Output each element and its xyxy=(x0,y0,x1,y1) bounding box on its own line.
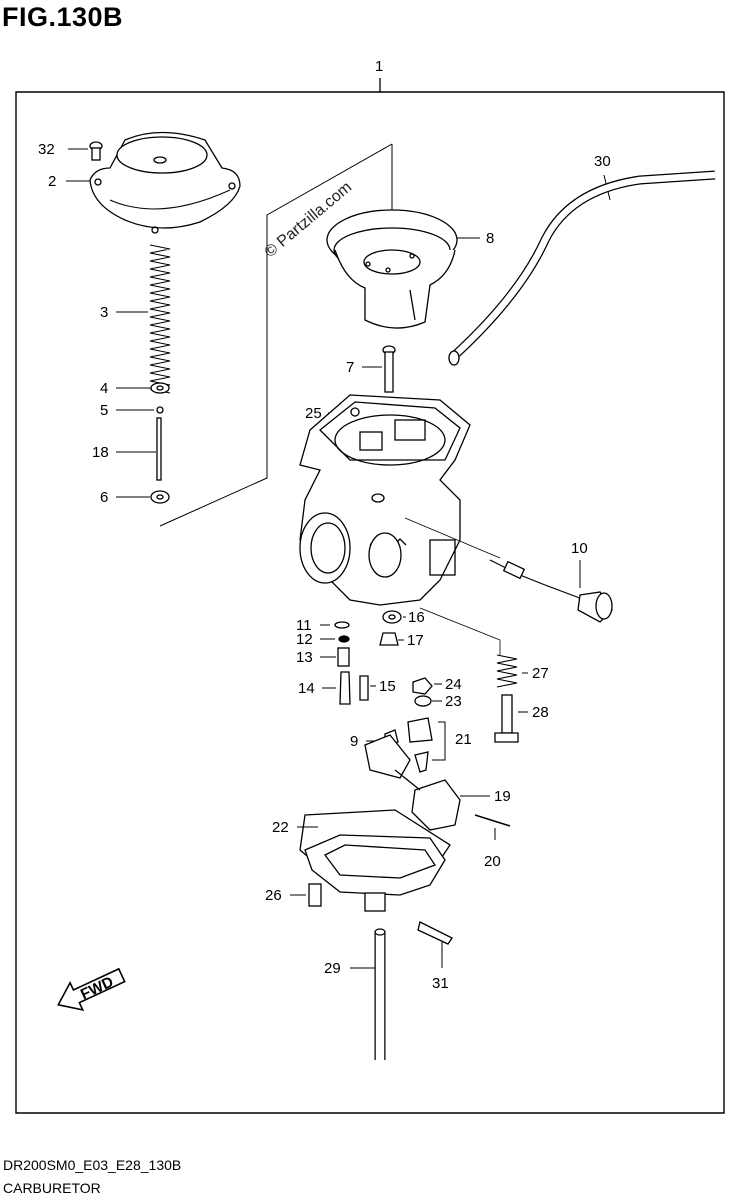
float-bowl-part xyxy=(290,809,453,968)
fwd-arrow-icon: FWD xyxy=(57,967,126,1012)
callout-30: 30 xyxy=(594,153,611,170)
screw-32-part xyxy=(68,141,103,161)
callout-1: 1 xyxy=(375,58,383,75)
callout-27: 27 xyxy=(532,665,549,682)
callout-29: 29 xyxy=(324,960,341,977)
callout-28: 28 xyxy=(532,704,549,721)
callout-10: 10 xyxy=(571,540,588,557)
callout-25: 25 xyxy=(305,405,322,422)
callout-9: 9 xyxy=(350,733,358,750)
carburetor-body-part xyxy=(299,394,501,655)
callout-12: 12 xyxy=(296,631,313,648)
callout-19: 19 xyxy=(494,788,511,805)
callout-23: 23 xyxy=(445,693,462,710)
diagram-frame xyxy=(15,91,725,1114)
callout-24: 24 xyxy=(445,676,462,693)
callout-16: 16 xyxy=(408,609,425,626)
fwd-label: FWD xyxy=(78,973,116,1003)
callout-3: 3 xyxy=(100,304,108,321)
callout-26: 26 xyxy=(265,887,282,904)
callout-5: 5 xyxy=(100,402,108,419)
callout-13: 13 xyxy=(296,649,313,666)
callout-4: 4 xyxy=(100,380,108,397)
top-cover-2-part xyxy=(66,131,241,234)
drain-hose-29-part xyxy=(350,928,386,1060)
diaphragm-8-part xyxy=(326,209,480,329)
diagram-code: DR200SM0_E03_E28_130B xyxy=(3,1157,182,1173)
callout-17: 17 xyxy=(407,632,424,649)
callout-7: 7 xyxy=(346,359,354,376)
callout-15: 15 xyxy=(379,678,396,695)
callout-22: 22 xyxy=(272,819,289,836)
spring-screw-27-28-parts xyxy=(494,654,528,743)
needle-18-part xyxy=(116,417,162,481)
callout-8: 8 xyxy=(486,230,494,247)
figure-title: FIG.130B xyxy=(2,2,124,32)
float-valve-parts xyxy=(366,677,446,773)
hose-30-part xyxy=(448,170,716,366)
callout-11: 11 xyxy=(296,617,312,634)
small-jet-parts xyxy=(320,621,376,705)
washer-screw-16-17-parts xyxy=(379,610,406,646)
callout-2: 2 xyxy=(48,173,56,190)
bracket-line xyxy=(159,143,393,527)
clip-5-part xyxy=(116,406,164,414)
starter-plunger-10-part xyxy=(489,559,613,623)
callout-14: 14 xyxy=(298,680,315,697)
callout-21: 21 xyxy=(455,731,472,748)
callout-32: 32 xyxy=(38,141,55,158)
callout-6: 6 xyxy=(100,489,108,506)
float-19-part xyxy=(364,734,511,840)
callout-18: 18 xyxy=(92,444,109,461)
washer-4-part xyxy=(116,382,170,394)
callout-20: 20 xyxy=(484,853,501,870)
diagram-name: CARBURETOR xyxy=(3,1180,101,1196)
spring-3-part xyxy=(116,244,171,394)
washer-6-part xyxy=(116,490,170,504)
callout-31: 31 xyxy=(432,975,449,992)
screw-7-part xyxy=(362,345,396,393)
